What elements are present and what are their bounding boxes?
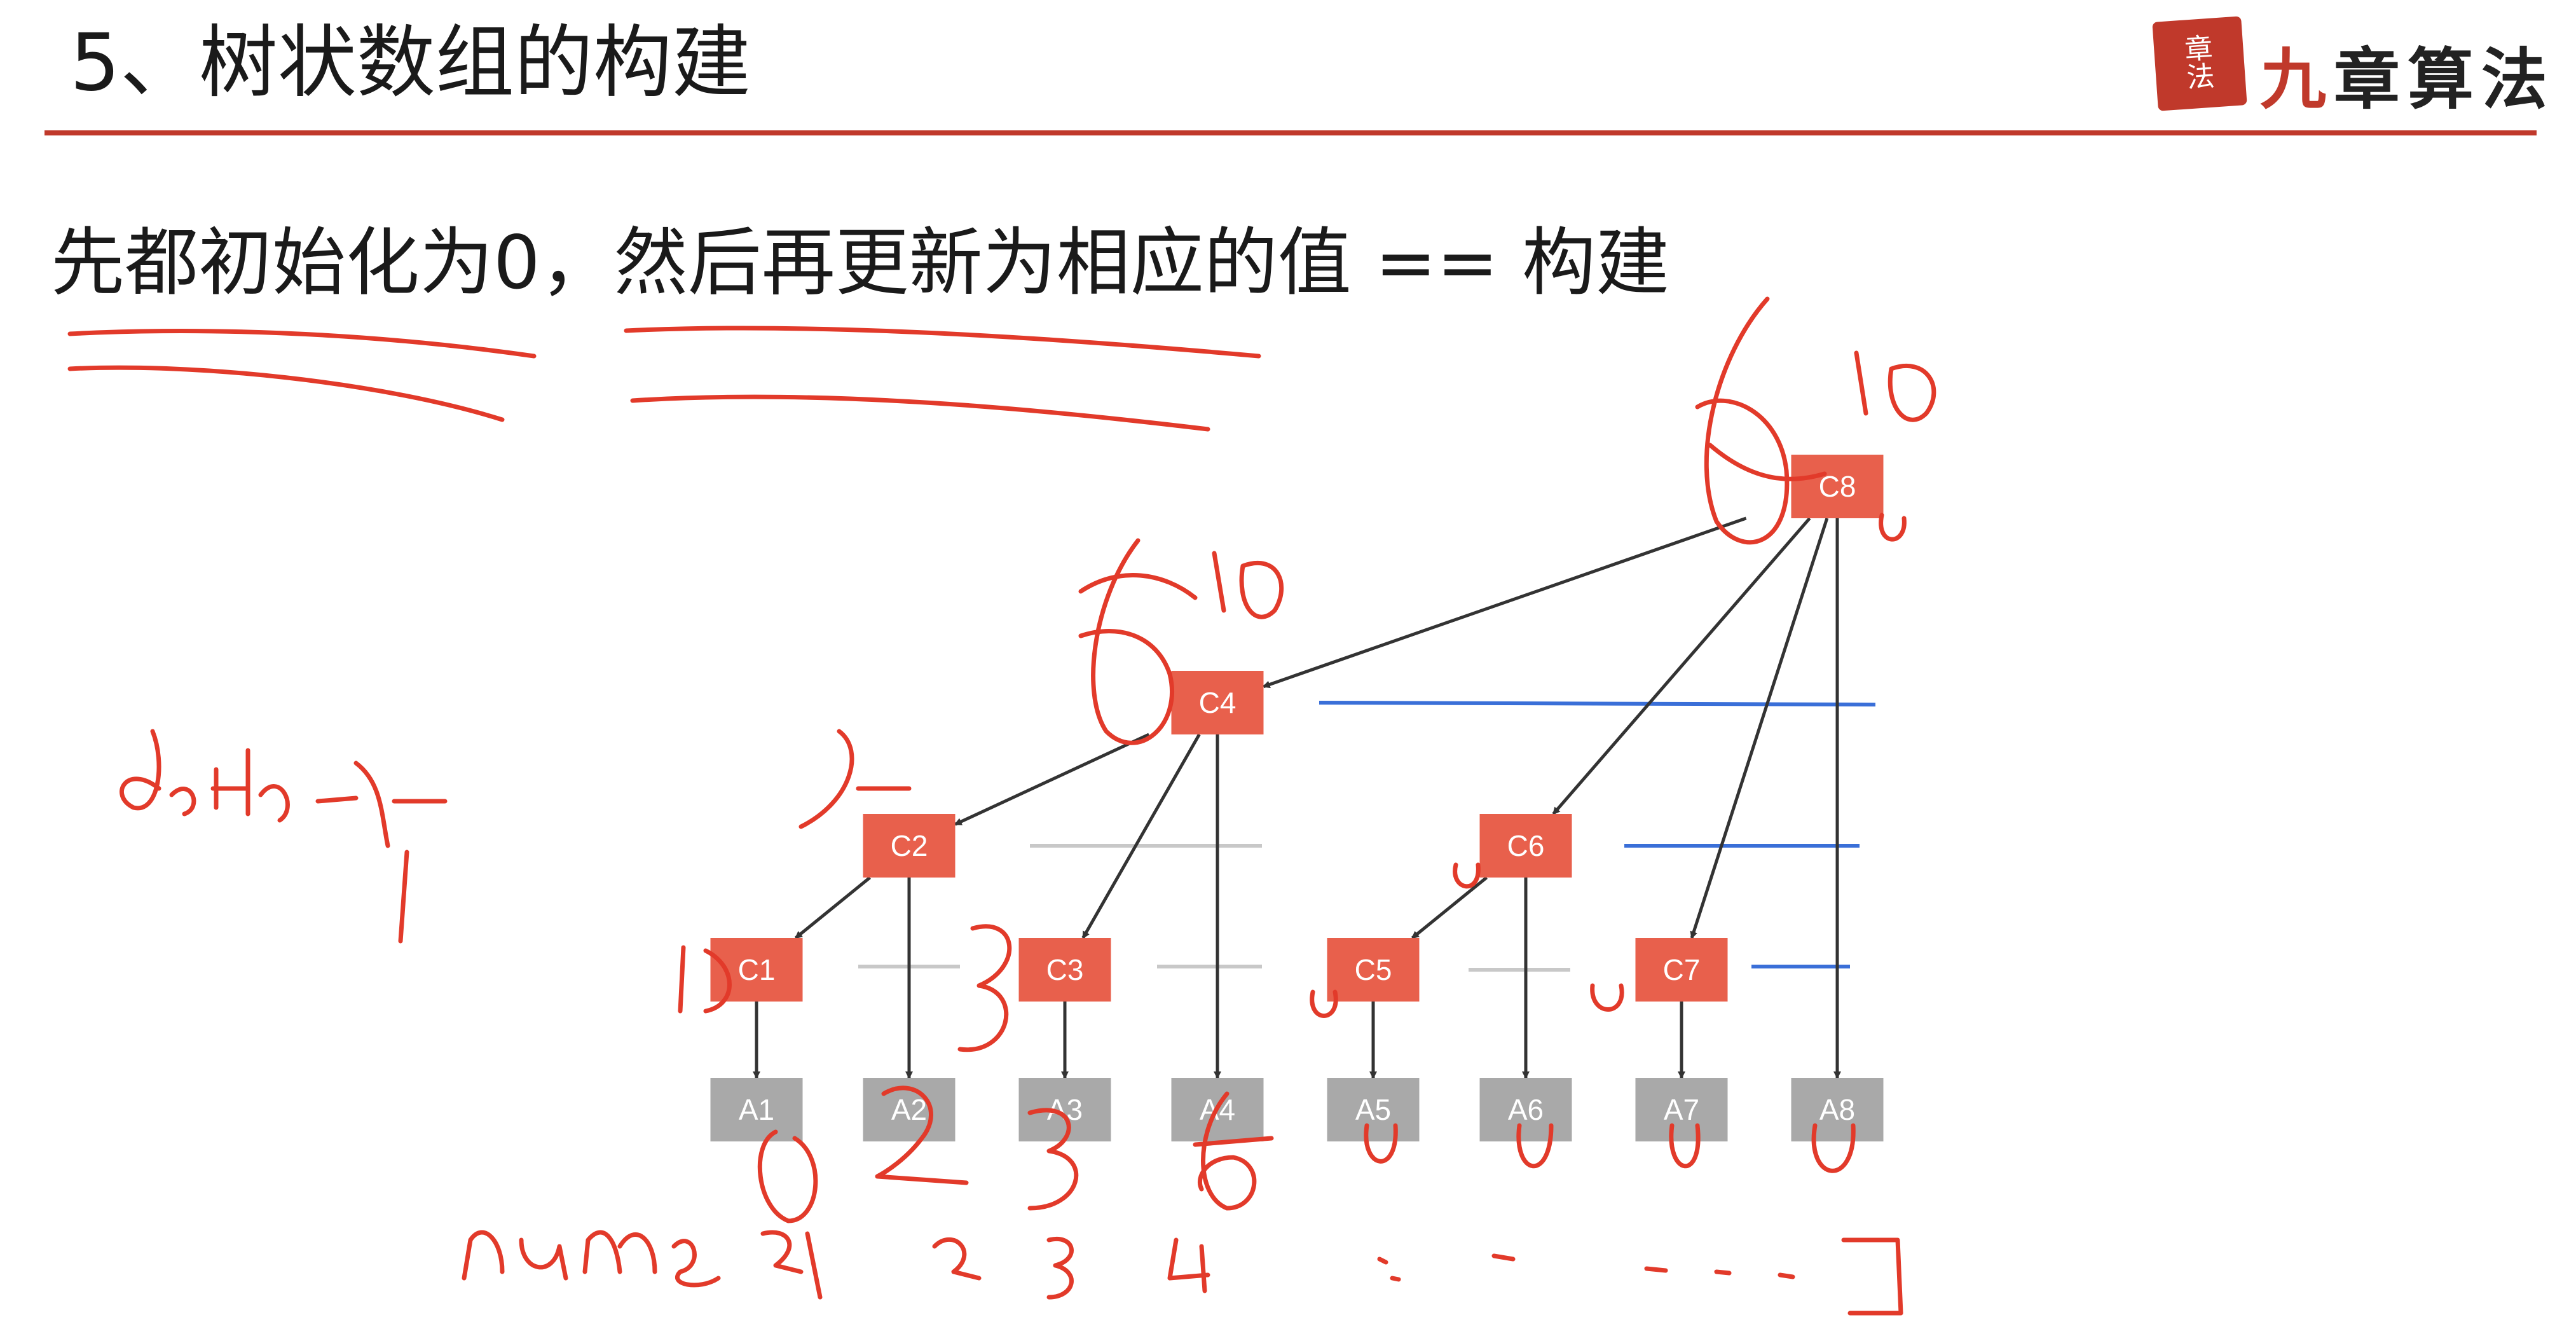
logo-wordmark: 九章算法 <box>2260 40 2556 118</box>
underline-stroke-3 <box>624 326 1261 359</box>
nums-4 <box>1167 1237 1210 1293</box>
a4-value-6 <box>1193 1091 1274 1211</box>
edge-c4-c3 <box>1081 733 1201 939</box>
formula-scribble <box>120 729 448 944</box>
gray-guide-lines <box>858 844 1570 972</box>
a-node-a6: A6 <box>1479 1078 1572 1141</box>
brand-logo: 章法 九章算法 <box>2152 16 2547 118</box>
c8-small-0 <box>1879 513 1907 542</box>
c-node-c6: C6 <box>1479 814 1572 878</box>
c-node-c7: C7 <box>1635 938 1728 1002</box>
nums-scribble <box>462 1230 823 1300</box>
c4-value-0 <box>1239 560 1284 619</box>
c-node-box-c5 <box>1327 938 1420 1002</box>
a-node-a7: A7 <box>1635 1078 1728 1141</box>
c8-circle-scribble <box>1695 296 1827 545</box>
a-node-a8: A8 <box>1791 1078 1884 1141</box>
a-node-label-a1: A1 <box>739 1093 774 1126</box>
edge-c6-c5 <box>1411 876 1488 939</box>
c-node-box-c4 <box>1171 671 1264 734</box>
c-node-label-c5: C5 <box>1355 953 1392 986</box>
c2-scribble <box>798 729 912 829</box>
blue-line-c4-level <box>1319 701 1876 706</box>
c4-value-1 <box>1212 551 1226 613</box>
tree-edges <box>753 516 1841 1079</box>
a-node-label-a2: A2 <box>891 1093 927 1126</box>
subtitle-text: 先都初始化为0，然后再更新为相应的值 == 构建 <box>51 220 1669 306</box>
a-node-box-a5 <box>1327 1078 1420 1141</box>
underline-stroke-2 <box>67 365 505 422</box>
c-node-label-c4: C4 <box>1199 686 1237 719</box>
c6-zero <box>1453 862 1481 889</box>
handwritten-annotations <box>67 296 1936 1316</box>
a-node-a1: A1 <box>710 1078 803 1141</box>
c-node-label-c2: C2 <box>891 829 928 862</box>
a-node-box-a7 <box>1635 1078 1728 1141</box>
c-node-c3: C3 <box>1018 938 1111 1002</box>
a-node-label-a8: A8 <box>1819 1093 1855 1126</box>
c-node-label-c6: C6 <box>1507 829 1545 862</box>
edge-c4-c2 <box>954 733 1150 826</box>
a-node-box-a8 <box>1791 1078 1884 1141</box>
c4-circle-scribble <box>1078 538 1198 745</box>
c-node-box-c3 <box>1018 938 1111 1002</box>
c7-zero <box>1590 983 1624 1012</box>
edge-c8-c7 <box>1690 518 1829 939</box>
a-node-a2: A2 <box>863 1078 956 1141</box>
c8-value-1 <box>1854 350 1868 416</box>
a2-value-2 <box>875 1085 969 1185</box>
c-node-label-c1: C1 <box>738 953 776 986</box>
underline-stroke-1 <box>67 329 537 359</box>
a8-value-0 <box>1811 1123 1856 1173</box>
a-node-box-a6 <box>1479 1078 1572 1141</box>
a7-value-0 <box>1669 1123 1701 1169</box>
c8-value-0 <box>1887 363 1936 422</box>
c-node-box-c7 <box>1635 938 1728 1002</box>
c-node-box-c2 <box>863 814 956 878</box>
nums-3 <box>1046 1236 1074 1300</box>
underline-stroke-4 <box>630 394 1210 432</box>
a-node-label-a6: A6 <box>1508 1093 1544 1126</box>
c-node-c2: C2 <box>863 814 956 878</box>
a5-value-0 <box>1364 1123 1398 1164</box>
a-node-box-a1 <box>710 1078 803 1141</box>
a1-value-0 <box>757 1129 818 1223</box>
nums-2 <box>932 1237 982 1281</box>
c-node-c8: C8 <box>1791 455 1884 518</box>
c-node-c5: C5 <box>1327 938 1420 1002</box>
a-node-a5: A5 <box>1327 1078 1420 1141</box>
c-node-label-c3: C3 <box>1046 953 1084 986</box>
c5-zero <box>1310 989 1338 1018</box>
title-divider <box>45 130 2537 135</box>
a3-value-3 <box>1027 1108 1079 1211</box>
nums-dots <box>1377 1253 1795 1282</box>
a-node-a3: A3 <box>1018 1078 1111 1141</box>
a-node-label-a7: A7 <box>1664 1093 1699 1126</box>
blue-guide-lines <box>1319 701 1876 968</box>
slide-title: 5、树状数组的构建 <box>70 17 751 109</box>
c-node-box-c6 <box>1479 814 1572 878</box>
c3-scribble <box>957 924 1012 1052</box>
a-node-label-a5: A5 <box>1355 1093 1391 1126</box>
c-node-box-c8 <box>1791 455 1884 518</box>
c-node-label-c7: C7 <box>1663 953 1701 986</box>
c1-scribble <box>678 945 732 1014</box>
edge-c8-c4 <box>1262 516 1747 689</box>
a6-value-0 <box>1516 1123 1554 1169</box>
edge-c8-c6 <box>1552 517 1811 815</box>
nums-bracket <box>1841 1237 1903 1316</box>
c-node-c4: C4 <box>1171 671 1264 734</box>
edge-c2-c1 <box>794 876 872 939</box>
